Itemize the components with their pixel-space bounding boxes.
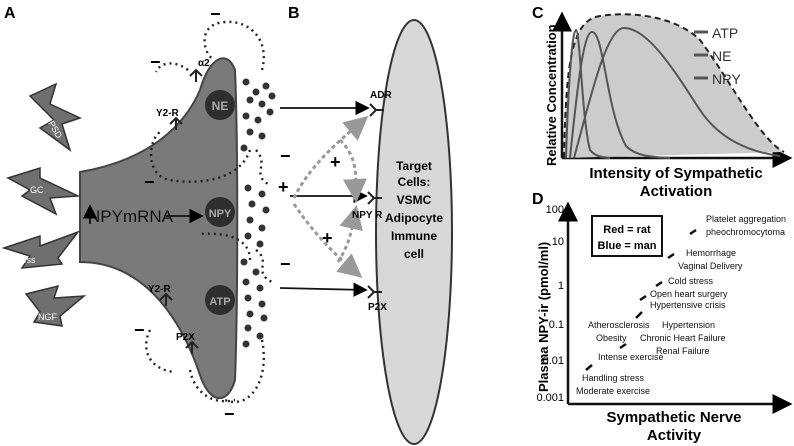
target-receptors [367, 103, 384, 299]
svg-text:−: − [224, 404, 235, 424]
chart-c-ne-curve [569, 30, 671, 159]
released-transmitters [240, 78, 276, 348]
svg-text:0.1: 0.1 [549, 319, 564, 331]
svg-text:Hemorrhage: Hemorrhage [686, 248, 736, 258]
svg-text:Intense exercise: Intense exercise [598, 352, 664, 362]
chart-d-xlabel-1: Sympathetic Nerve [606, 409, 741, 426]
svg-text:GC: GC [30, 185, 44, 195]
chart-d-markers [585, 228, 697, 371]
panel-label-c: C [532, 5, 544, 22]
panel-label-d: D [532, 191, 544, 208]
neuron-terminal [79, 57, 239, 400]
svg-text:Stress: Stress [10, 255, 36, 265]
stimulus-psd: PSD [28, 82, 83, 152]
svg-text:−: − [144, 172, 155, 192]
chart-d-xlabel-2: Activity [647, 427, 702, 444]
svg-text:cell: cell [404, 247, 424, 261]
chart-d: 100 10 1 0.1 0.01 0.001 Plasma NPY-ir (p… [536, 201, 793, 444]
svg-text:NGF: NGF [38, 312, 58, 322]
alpha2-receptor-label: α2 [198, 58, 210, 69]
svg-text:Cold stress: Cold stress [668, 276, 714, 286]
svg-text:+: + [322, 228, 333, 248]
panel-label-a: A [4, 5, 16, 22]
y2r-top-label: Y2-R [156, 108, 180, 119]
chart-d-legend-box [591, 215, 663, 257]
signs: − − − − + − − − + + [134, 4, 341, 424]
y2r-bottom-label: Y2-R [148, 284, 172, 295]
chart-d-ylabel: Plasma NPY-ir (pmol/ml) [536, 242, 551, 392]
svg-text:NPY: NPY [209, 208, 232, 220]
svg-text:−: − [280, 146, 291, 166]
target-cell-label: Target Cells: VSMC Adipocyte Immune cell [385, 159, 443, 261]
svg-text:−: − [210, 4, 221, 24]
svg-text:0.001: 0.001 [536, 392, 564, 404]
neuron-receptors [159, 68, 203, 354]
vesicle-ne: NE [205, 90, 235, 120]
svg-text:Renal Failure: Renal Failure [656, 346, 710, 356]
panel-label-b: B [288, 5, 300, 22]
svg-text:+: + [330, 152, 341, 172]
npyr-label: NPY R [352, 210, 383, 221]
chart-c-atp-curve [565, 28, 611, 159]
stimulus-stress: Stress [1, 230, 81, 269]
feedback-loops [145, 20, 273, 403]
vesicle-npy: NPY [205, 197, 235, 227]
svg-text:Hypertensive crisis: Hypertensive crisis [650, 300, 726, 310]
svg-text:−: − [150, 52, 161, 72]
svg-text:Vaginal Delivery: Vaginal Delivery [678, 261, 743, 271]
svg-text:1: 1 [558, 280, 564, 292]
svg-text:Handling stress: Handling stress [582, 373, 645, 383]
p2x-target-label: P2X [368, 302, 387, 313]
svg-text:Open heart surgery: Open heart surgery [650, 289, 728, 299]
svg-text:−: − [134, 320, 145, 340]
target-cell [375, 19, 453, 445]
chart-c-ylabel: Relative Concentration [544, 24, 559, 166]
vesicle-atp: ATP [205, 285, 235, 315]
adr-label: ADR [370, 90, 392, 101]
chart-d-labels: Platelet aggregation pheochromocytoma He… [576, 214, 786, 396]
svg-text:Hypertension: Hypertension [662, 320, 715, 330]
svg-text:10: 10 [552, 236, 564, 248]
chart-d-legend-man: Blue = man [598, 240, 657, 252]
legend-npy: NPY [712, 71, 741, 87]
svg-text:Atherosclerosis: Atherosclerosis [588, 320, 650, 330]
svg-text:VSMC: VSMC [397, 193, 432, 207]
svg-text:Target: Target [396, 159, 432, 173]
p2x-neuron-label: P2X [176, 332, 195, 343]
svg-text:−: − [280, 254, 291, 274]
svg-text:Immune: Immune [391, 229, 437, 243]
svg-text:Platelet aggregation: Platelet aggregation [706, 214, 786, 224]
svg-text:NE: NE [212, 99, 229, 113]
stimulus-gc: GC [6, 166, 81, 216]
legend-atp: ATP [712, 25, 738, 41]
npy-mrna-label: NPYmRNA [88, 207, 174, 226]
chart-c: ATP NE NPY Relative Concentration Intens… [544, 11, 793, 200]
chart-c-xlabel-1: Intensity of Sympathetic [589, 165, 762, 182]
chart-d-legend-rat: Red = rat [603, 224, 651, 236]
modulation-arrows [292, 116, 369, 278]
chart-c-xlabel-2: Activation [640, 183, 713, 200]
legend-ne: NE [712, 48, 731, 64]
svg-text:Moderate exercise: Moderate exercise [576, 386, 650, 396]
chart-d-yticks: 100 10 1 0.1 0.01 0.001 [536, 204, 564, 404]
svg-text:100: 100 [546, 204, 564, 216]
chart-c-npy-curve [573, 26, 781, 159]
svg-text:Adipocyte: Adipocyte [385, 211, 443, 225]
svg-text:0.01: 0.01 [543, 355, 564, 367]
svg-text:pheochromocytoma: pheochromocytoma [706, 227, 785, 237]
stimulus-ngf: NGF [24, 284, 87, 327]
svg-text:+: + [278, 177, 289, 197]
svg-text:Chronic Heart Failure: Chronic Heart Failure [640, 333, 726, 343]
svg-text:ATP: ATP [209, 296, 230, 308]
svg-text:Cells:: Cells: [398, 175, 431, 189]
svg-text:Obesity: Obesity [596, 333, 627, 343]
